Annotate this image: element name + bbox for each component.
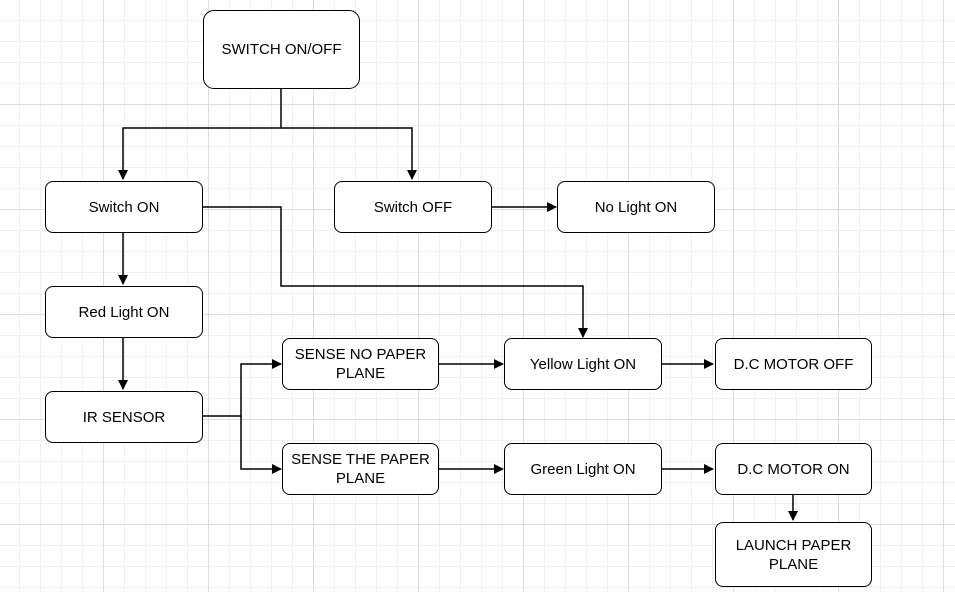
edge-ir-sensor-to-sense-no-paper	[203, 359, 282, 417]
node-switch-off[interactable]: Switch OFF	[334, 181, 492, 233]
node-no-light-on[interactable]: No Light ON	[557, 181, 715, 233]
node-label: SENSE NO PAPER PLANE	[294, 346, 427, 382]
node-launch-paper-plane[interactable]: LAUNCH PAPER PLANE	[715, 522, 872, 587]
node-dc-motor-on[interactable]: D.C MOTOR ON	[715, 443, 872, 495]
node-green-light-on[interactable]: Green Light ON	[504, 443, 662, 495]
node-label: Switch OFF	[373, 198, 453, 216]
node-dc-motor-off[interactable]: D.C MOTOR OFF	[715, 338, 872, 390]
node-label: No Light ON	[594, 198, 678, 216]
node-label: IR SENSOR	[82, 408, 166, 426]
node-switch-on[interactable]: Switch ON	[45, 181, 203, 233]
node-label: SENSE THE PAPER PLANE	[291, 451, 430, 487]
node-label: D.C MOTOR OFF	[733, 355, 854, 373]
node-sense-the-paper-plane[interactable]: SENSE THE PAPER PLANE	[282, 443, 439, 495]
node-label: D.C MOTOR ON	[737, 460, 850, 478]
node-switch-on-off[interactable]: SWITCH ON/OFF	[203, 10, 360, 89]
node-label: SWITCH ON/OFF	[221, 41, 342, 58]
node-label: LAUNCH PAPER PLANE	[735, 536, 852, 573]
node-label: Yellow Light ON	[529, 355, 637, 373]
node-label: Green Light ON	[530, 460, 636, 478]
node-sense-no-paper-plane[interactable]: SENSE NO PAPER PLANE	[282, 338, 439, 390]
node-ir-sensor[interactable]: IR SENSOR	[45, 391, 203, 443]
node-label: Switch ON	[88, 198, 160, 216]
edge-switch-onoff-to-switch-on	[118, 89, 282, 180]
node-red-light-on[interactable]: Red Light ON	[45, 286, 203, 338]
node-label: Red Light ON	[78, 303, 170, 321]
edge-ir-sensor-to-sense-paper	[240, 416, 282, 474]
edge-switch-onoff-to-switch-off	[281, 127, 417, 180]
node-yellow-light-on[interactable]: Yellow Light ON	[504, 338, 662, 390]
